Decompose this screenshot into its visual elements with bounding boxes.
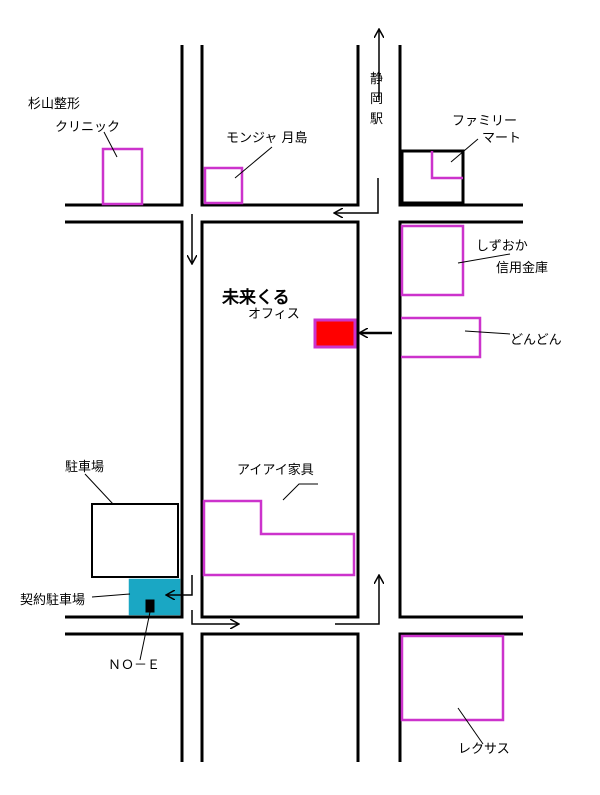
familymart-inner: [430, 151, 463, 180]
road-edge: [200, 45, 360, 207]
road-edge: [200, 632, 360, 762]
parking-building: [91, 503, 179, 578]
label-office-name: 未来くる: [221, 287, 290, 308]
route-arrows: [167, 30, 392, 624]
label-lexus: レクサス: [458, 742, 510, 757]
road-edge: [398, 632, 523, 762]
lexus-building: [400, 634, 505, 722]
road-edge: [398, 220, 523, 619]
road-edge: [65, 220, 184, 619]
label-monja: モンジャ 月島: [226, 131, 307, 146]
labels: 杉山整形 クリニック モンジャ 月島 静 岡 駅 ファミリー マート しずおか …: [20, 72, 562, 757]
label-sugiyama-2: クリニック: [55, 120, 120, 135]
arrow-route-top: [335, 178, 379, 213]
leader-lines: [84, 131, 511, 745]
sugiyama-clinic-building: [101, 147, 144, 206]
label-station-2: 岡: [370, 92, 383, 107]
arrow-route-bottom: [191, 610, 238, 624]
monja-building: [203, 166, 244, 205]
dondon-building: [401, 316, 482, 359]
label-contract-parking: 契約駐車場: [20, 593, 85, 608]
aiai-building: [202, 499, 356, 577]
shizuoka-bank-building: [400, 224, 465, 297]
arrow-to-parking: [167, 575, 193, 595]
office-building: [313, 318, 357, 349]
label-familymart-2: マート: [482, 131, 521, 146]
noe-marker: [145, 599, 155, 613]
buildings: [91, 147, 505, 722]
label-dondon: どんどん: [510, 333, 562, 348]
road-edge: [398, 45, 523, 207]
arrow-route-up: [335, 576, 379, 625]
label-familymart-1: ファミリー: [452, 114, 517, 129]
label-station-1: 静: [370, 72, 383, 87]
label-parking: 駐車場: [65, 460, 104, 475]
label-office-sub: オフィス: [248, 307, 300, 322]
label-station-3: 駅: [370, 112, 383, 127]
roads: [65, 45, 523, 762]
road-edge: [200, 220, 360, 619]
label-aiai: アイアイ家具: [237, 462, 314, 478]
label-bank-1: しずおか: [476, 239, 528, 254]
label-noe: ＮＯ－Ｅ: [108, 658, 160, 673]
road-edge: [65, 632, 184, 762]
label-bank-2: 信用金庫: [496, 260, 548, 276]
label-sugiyama-1: 杉山整形: [28, 97, 80, 112]
